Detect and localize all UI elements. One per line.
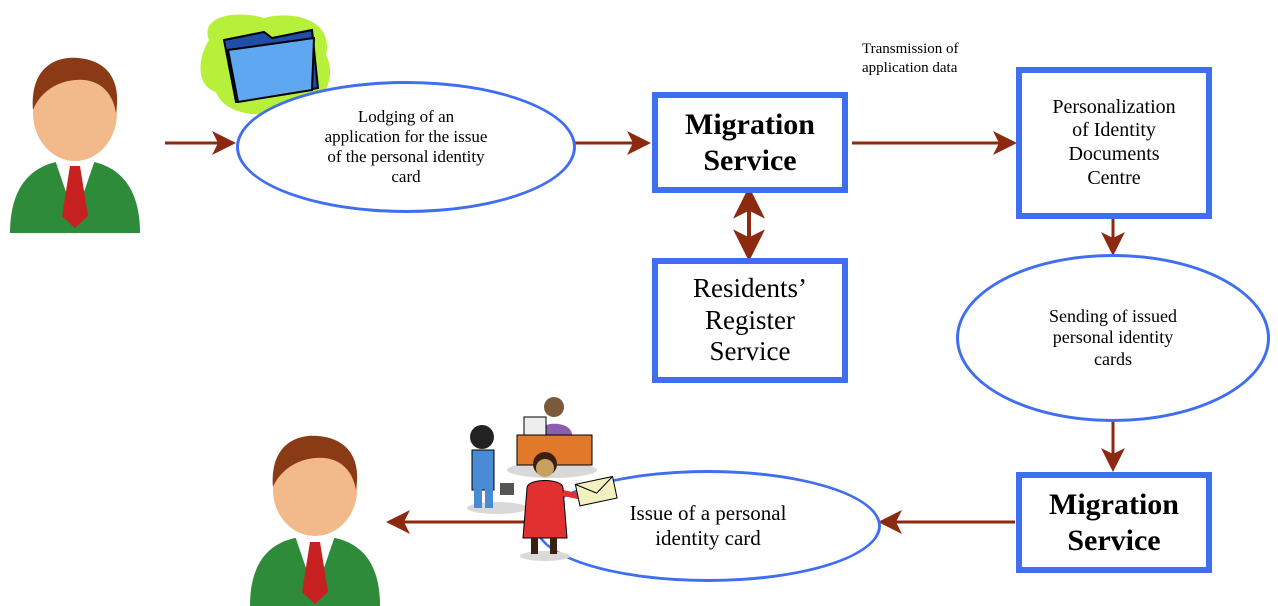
- personalization-node: Personalization of Identity Documents Ce…: [1016, 67, 1212, 219]
- person-with-envelope-icon: [520, 452, 618, 561]
- residents-register-label: Residents’ Register Service: [693, 272, 807, 367]
- personalization-label: Personalization of Identity Documents Ce…: [1052, 95, 1176, 189]
- migration-service-node-top: Migration Service: [652, 92, 848, 193]
- folder-icon: [200, 14, 331, 115]
- sending-label: Sending of issued personal identity card…: [1049, 306, 1177, 369]
- transmission-label: Transmission of application data: [862, 41, 959, 76]
- issue-label: Issue of a personal identity card: [629, 501, 787, 550]
- migration-service-label-top: Migration Service: [685, 108, 815, 177]
- person-icon: [10, 57, 140, 233]
- person-icon-bottom: [250, 435, 380, 606]
- residents-register-node: Residents’ Register Service: [652, 258, 848, 383]
- migration-service-label-bottom: Migration Service: [1049, 488, 1179, 557]
- migration-service-node-bottom: Migration Service: [1016, 472, 1212, 573]
- office-clerk-icon: [467, 397, 597, 514]
- sending-node: Sending of issued personal identity card…: [956, 254, 1270, 422]
- lodging-label: Lodging of an application for the issue …: [324, 106, 488, 187]
- lodging-node: Lodging of an application for the issue …: [236, 81, 576, 213]
